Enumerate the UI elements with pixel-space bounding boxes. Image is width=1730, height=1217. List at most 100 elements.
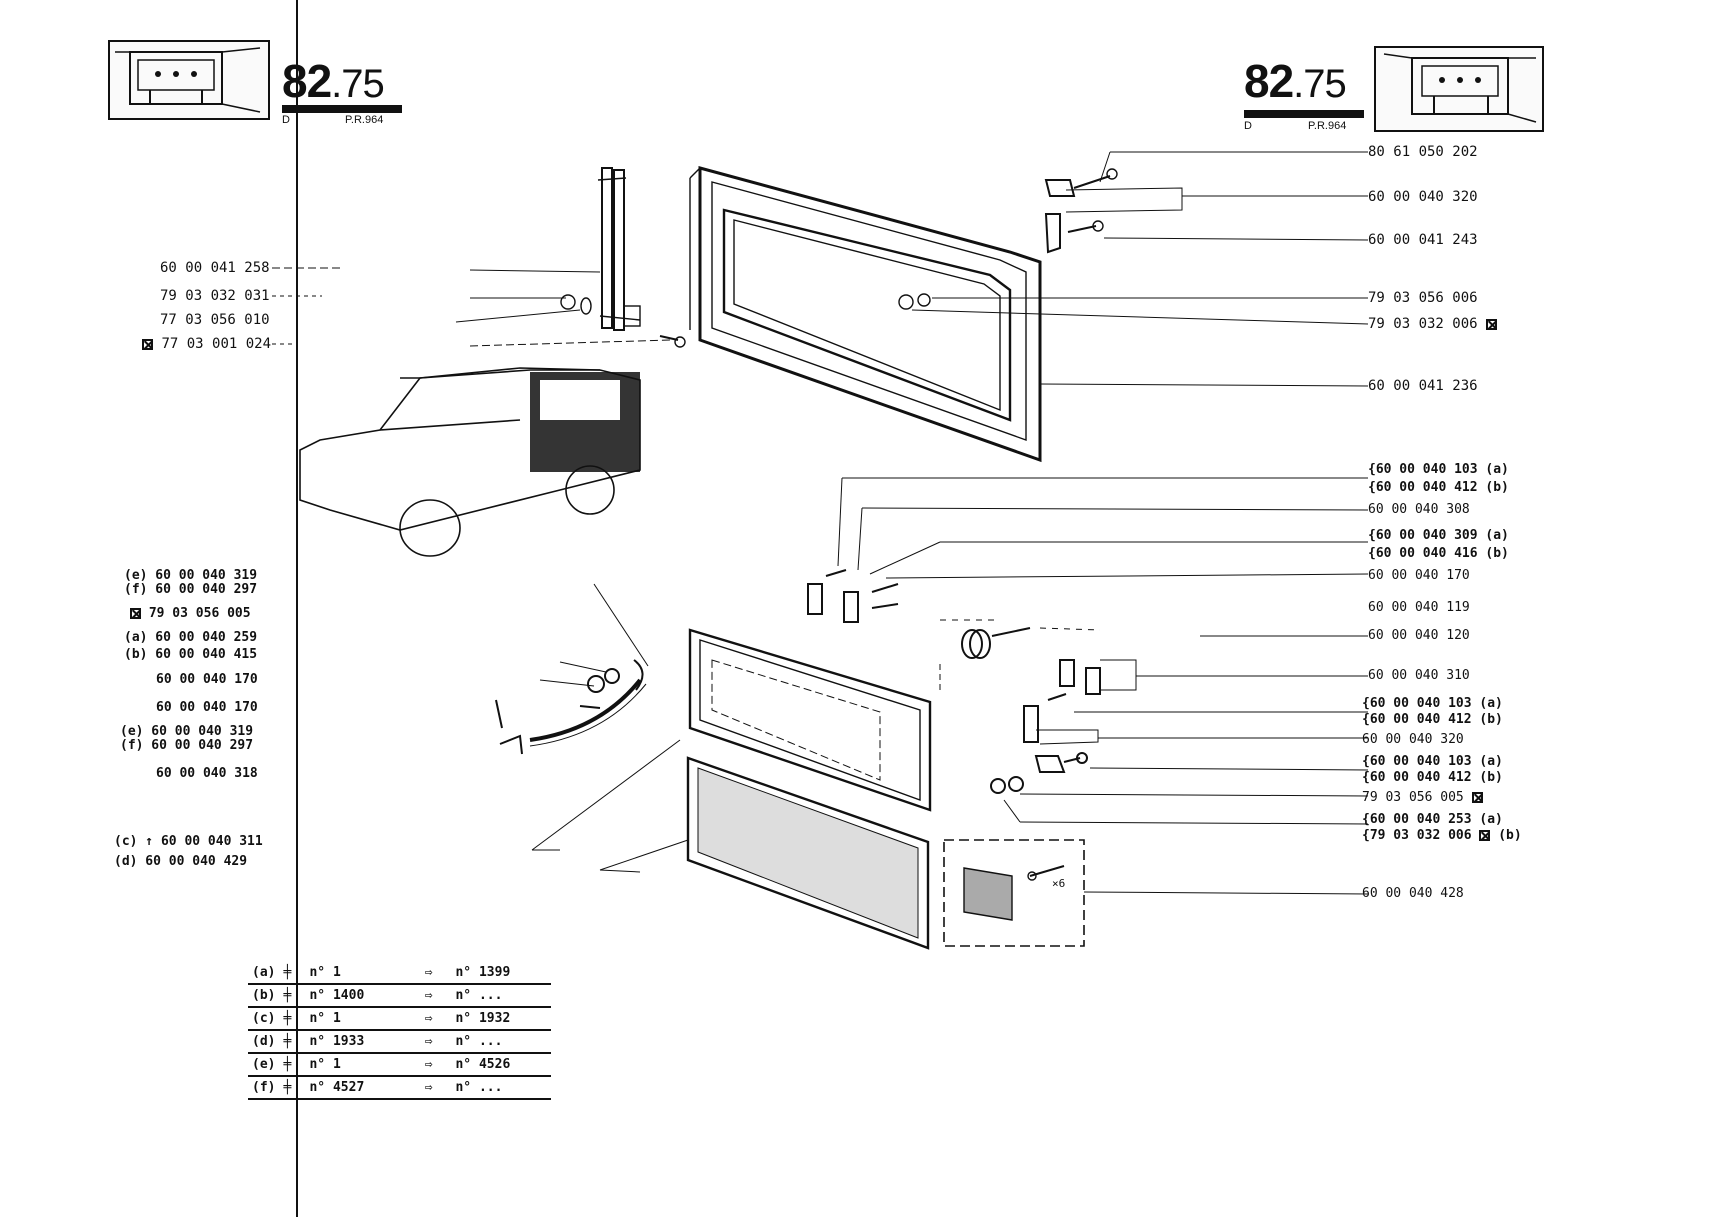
lock-washer xyxy=(580,297,592,315)
tailgate-panel-upper xyxy=(688,628,932,812)
serial-from: n° 1 xyxy=(305,962,406,985)
section-minor: .75 xyxy=(1293,62,1347,106)
part-number-text: {79 03 032 006 xyxy=(1362,828,1472,843)
part-number-right: 60 00 040 119 xyxy=(1368,600,1470,615)
table-row: (d) ╪ n° 1933 ⇨ n° ... xyxy=(248,1030,552,1054)
chassis-icon: ╪ xyxy=(279,984,306,1008)
part-number-text: 79 03 032 006 xyxy=(1368,316,1478,332)
arrow-right-icon: ⇨ xyxy=(405,1076,452,1100)
part-number-right: 60 00 040 310 xyxy=(1368,668,1470,683)
part-number-right: 80 61 050 202 xyxy=(1368,144,1478,160)
part-number-right: {60 00 040 253 (a) xyxy=(1362,812,1503,827)
part-number-left: (b) 60 00 040 415 xyxy=(124,647,258,662)
hinge-top xyxy=(1044,168,1118,254)
rubber-buffer xyxy=(939,619,1101,690)
serial-to: n° ... xyxy=(451,1076,552,1100)
part-number-text: 79 03 056 005 xyxy=(148,606,251,621)
variant-code: (a) xyxy=(248,962,280,985)
part-number-left-marked: 79 03 056 005 xyxy=(130,606,251,622)
section-sub-right-pr: P.R.964 xyxy=(1308,120,1347,132)
chassis-icon: ╪ xyxy=(279,962,306,985)
serial-to: n° ... xyxy=(451,1030,552,1054)
part-number-left: (c) ↑ 60 00 040 311 xyxy=(114,834,263,849)
table-row: (c) ╪ n° 1 ⇨ n° 1932 xyxy=(248,1007,552,1031)
serial-to: n° 1932 xyxy=(451,1007,552,1031)
tailgate-thumbnail-icon xyxy=(1383,53,1537,123)
rear-window-frame xyxy=(689,166,1042,463)
section-sub-left-d: D xyxy=(282,114,290,126)
replacement-mark-icon xyxy=(1486,319,1498,330)
part-variant-suffix: (b) xyxy=(1490,828,1522,843)
serial-from: n° 1 xyxy=(305,1007,406,1031)
part-number-right: 60 00 040 320 xyxy=(1368,189,1478,205)
part-number-left: 60 00 040 318 xyxy=(156,766,258,781)
part-number-left-marked: 77 03 001 024 xyxy=(142,336,271,352)
stay-strap xyxy=(495,659,647,755)
serial-from: n° 1400 xyxy=(305,984,406,1008)
table-row: (f) ╪ n° 4527 ⇨ n° ... xyxy=(248,1076,552,1100)
washer xyxy=(898,294,914,310)
arrow-right-icon: ⇨ xyxy=(405,984,452,1008)
part-number-text: 79 03 056 005 xyxy=(1362,790,1464,805)
serial-to: n° 1399 xyxy=(451,962,552,985)
part-number-right: 60 00 040 120 xyxy=(1368,628,1470,643)
washer xyxy=(917,293,931,307)
part-number-right: {60 00 040 412 (b) xyxy=(1362,712,1503,727)
section-bar-left xyxy=(282,105,402,113)
part-number-left: (f) 60 00 040 297 xyxy=(120,738,254,753)
variant-code: (e) xyxy=(248,1053,280,1077)
hinges-lower-right xyxy=(990,659,1101,794)
section-number-left: 82.75 xyxy=(282,55,385,107)
part-number-right: {60 00 040 412 (b) xyxy=(1368,480,1509,495)
part-number-left: 79 03 032 031 xyxy=(160,288,270,304)
thumbnail-right xyxy=(1374,46,1544,132)
part-number-right: 60 00 041 236 xyxy=(1368,378,1478,394)
replacement-mark-icon xyxy=(142,339,153,350)
part-number-left: (e) 60 00 040 319 xyxy=(124,568,258,583)
arrow-right-icon: ⇨ xyxy=(405,1030,452,1054)
part-number-left: 60 00 040 170 xyxy=(156,672,258,687)
replacement-mark-icon xyxy=(1479,830,1491,841)
arrow-right-icon: ⇨ xyxy=(405,1053,452,1077)
variant-code: (f) xyxy=(248,1076,280,1100)
part-number-left: (d) 60 00 040 429 xyxy=(114,854,248,869)
chassis-icon: ╪ xyxy=(279,1030,306,1054)
variant-code: (b) xyxy=(248,984,280,1008)
section-bar-right xyxy=(1244,110,1364,118)
part-number-right: 60 00 041 243 xyxy=(1368,232,1478,248)
part-number-left: 60 00 041 258 xyxy=(160,260,270,276)
section-sub-right-d: D xyxy=(1244,120,1252,132)
part-number-text: 77 03 001 024 xyxy=(161,336,272,352)
section-major: 82 xyxy=(1244,55,1294,107)
part-number-right: 79 03 056 006 xyxy=(1368,290,1478,306)
chassis-icon: ╪ xyxy=(279,1076,306,1100)
serial-to: n° 4526 xyxy=(451,1053,552,1077)
arrow-right-icon: ⇨ xyxy=(405,1007,452,1031)
leader-lines xyxy=(272,151,1369,895)
variant-code: (d) xyxy=(248,1030,280,1054)
part-number-right: 60 00 040 308 xyxy=(1368,502,1470,517)
part-number-right-marked: 79 03 032 006 xyxy=(1368,316,1498,332)
screw-head xyxy=(674,336,686,348)
arrow-right-icon: ⇨ xyxy=(405,962,452,985)
part-number-left: (e) 60 00 040 319 xyxy=(120,724,254,739)
page-binding-line xyxy=(296,0,298,1217)
section-major: 82 xyxy=(282,55,332,107)
serial-from: n° 1933 xyxy=(305,1030,406,1054)
section-sub-left-pr: P.R.964 xyxy=(345,114,384,126)
part-number-right: {60 00 040 309 (a) xyxy=(1368,528,1509,543)
part-number-left: (f) 60 00 040 297 xyxy=(124,582,258,597)
part-number-right: 60 00 040 170 xyxy=(1368,568,1470,583)
serial-to: n° ... xyxy=(451,984,552,1008)
part-number-right: {60 00 040 412 (b) xyxy=(1362,770,1503,785)
part-number-right: 60 00 040 320 xyxy=(1362,732,1464,747)
part-number-left: 60 00 040 170 xyxy=(156,700,258,715)
hinge-clips-middle xyxy=(807,569,899,623)
part-number-right: {60 00 040 416 (b) xyxy=(1368,546,1509,561)
section-number-right: 82.75 xyxy=(1244,55,1347,107)
table-row: (b) ╪ n° 1400 ⇨ n° ... xyxy=(248,984,552,1008)
variant-code: (c) xyxy=(248,1007,280,1031)
part-number-right: 60 00 040 428 xyxy=(1362,886,1464,901)
serial-from: n° 1 xyxy=(305,1053,406,1077)
